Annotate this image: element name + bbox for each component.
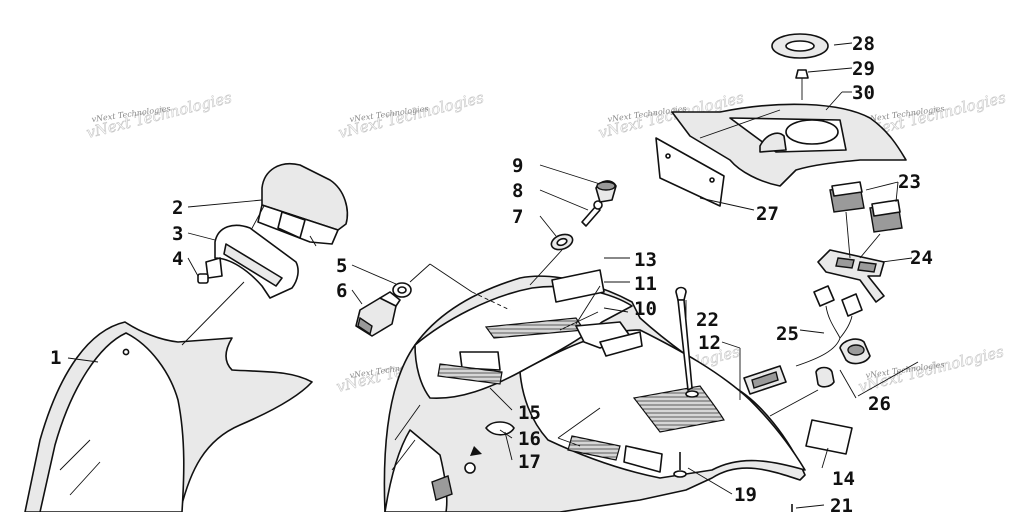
part-25-harness	[743, 285, 863, 395]
callout-15: 15	[518, 402, 541, 424]
callout-22: 22	[696, 309, 719, 331]
callout-26: 26	[868, 393, 891, 415]
callout-17: 17	[518, 451, 541, 473]
callout-10: 10	[634, 298, 657, 320]
part-16-clip	[464, 462, 476, 474]
part-1-fender	[24, 321, 313, 512]
part-29-screw	[795, 69, 809, 100]
part-23-switches	[829, 181, 903, 233]
part-10-trim	[575, 321, 643, 357]
part-13-decal	[551, 269, 605, 303]
callout-19: 19	[734, 484, 757, 506]
callout-7: 7	[512, 206, 523, 228]
console-body	[383, 275, 806, 512]
callout-1: 1	[50, 347, 61, 369]
part-6-switch	[355, 291, 401, 337]
part-30-cover	[671, 103, 907, 187]
callout-28: 28	[852, 33, 875, 55]
pointer-arrow	[470, 446, 482, 456]
part-24-bracket	[817, 249, 885, 303]
callout-14: 14	[832, 468, 855, 490]
part-4-fastener	[197, 273, 209, 284]
callout-11: 11	[634, 273, 657, 295]
callout-4: 4	[172, 248, 183, 270]
callout-25: 25	[776, 323, 799, 345]
callout-5: 5	[336, 255, 347, 277]
part-28-ring	[771, 33, 829, 59]
part-26-connectors	[815, 338, 871, 388]
part-19-screw	[673, 452, 687, 478]
callout-13: 13	[634, 249, 657, 271]
callout-30: 30	[852, 82, 875, 104]
part-8-key	[581, 200, 603, 227]
callout-8: 8	[512, 180, 523, 202]
callout-29: 29	[852, 58, 875, 80]
part-27-decal	[655, 137, 725, 207]
part-7-grommet	[550, 233, 574, 251]
callout-27: 27	[756, 203, 779, 225]
callout-23: 23	[898, 171, 921, 193]
part-9-cap	[595, 180, 617, 203]
callout-12: 12	[698, 332, 721, 354]
callout-2: 2	[172, 197, 183, 219]
callout-21: 21	[830, 495, 853, 512]
part-14-decal	[805, 419, 853, 455]
callout-6: 6	[336, 280, 347, 302]
decals	[437, 317, 725, 461]
leader-lines	[67, 42, 919, 509]
part-22-bolt	[675, 286, 699, 398]
part-5-washer	[392, 282, 412, 298]
part-2-gauge	[249, 163, 349, 247]
part-3-bracket	[205, 224, 299, 299]
part-17	[485, 421, 515, 436]
callout-16: 16	[518, 428, 541, 450]
callout-9: 9	[512, 155, 523, 177]
callout-numbers: 1 2 3 4 5 6 7 8 9 10 11 12 13 14 15 16 1…	[50, 33, 933, 512]
callout-24: 24	[910, 247, 933, 269]
callout-3: 3	[172, 223, 183, 245]
